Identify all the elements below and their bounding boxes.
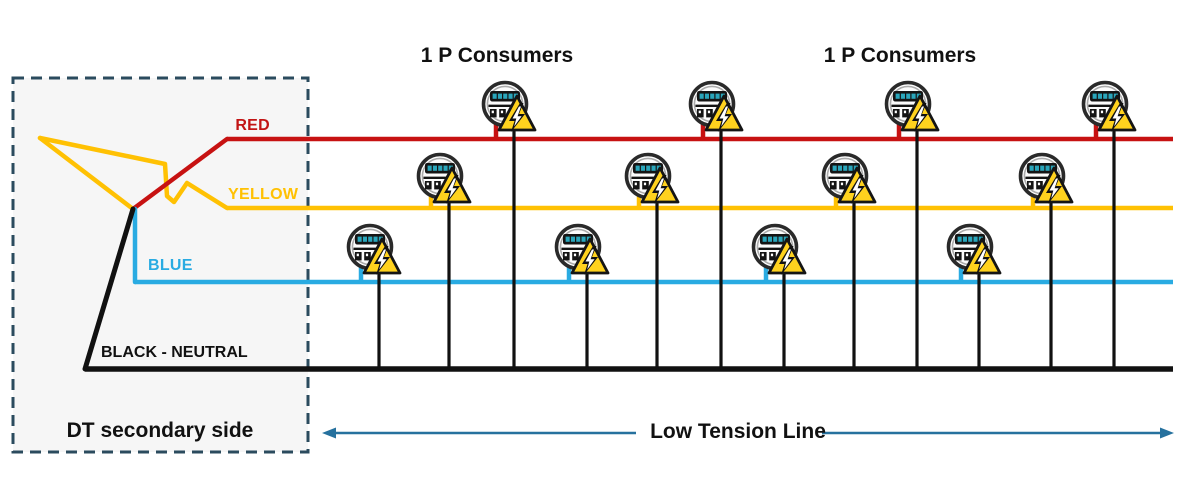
consumer-drop-lines <box>377 126 1116 369</box>
low-tension-line-label: Low Tension Line <box>650 420 826 443</box>
energy-meter-icon <box>624 152 680 206</box>
energy-meter-icon <box>1081 80 1137 134</box>
red-phase-label: RED <box>235 117 270 134</box>
energy-meter-icon <box>688 80 744 134</box>
yellow-phase-label: YELLOW <box>228 186 299 203</box>
low-tension-arrows <box>322 427 1174 439</box>
energy-meter-icon <box>346 223 402 277</box>
energy-meter-icon <box>751 223 807 277</box>
dt-secondary-side-label: DT secondary side <box>66 419 254 442</box>
energy-meter-icon <box>481 80 537 134</box>
blue-phase-label: BLUE <box>148 257 193 274</box>
arrow-left-icon <box>322 427 336 439</box>
energy-meter-icon <box>416 152 472 206</box>
energy-meter-icon <box>554 223 610 277</box>
neutral-takeoff <box>82 206 136 372</box>
energy-meter-icon <box>946 223 1002 277</box>
neutral-label: BLACK - NEUTRAL <box>101 344 248 361</box>
transformer-winding-lower <box>37 135 136 212</box>
energy-meter-icon <box>884 80 940 134</box>
consumers-title-right: 1 P Consumers <box>823 44 977 67</box>
consumers-title-left: 1 P Consumers <box>420 44 574 67</box>
transformer-winding-upper <box>37 135 230 211</box>
arrow-right-icon <box>1160 427 1174 439</box>
energy-meter-icon <box>821 152 877 206</box>
red-phase-takeoff <box>130 136 230 212</box>
energy-meter-icon <box>1018 152 1074 206</box>
